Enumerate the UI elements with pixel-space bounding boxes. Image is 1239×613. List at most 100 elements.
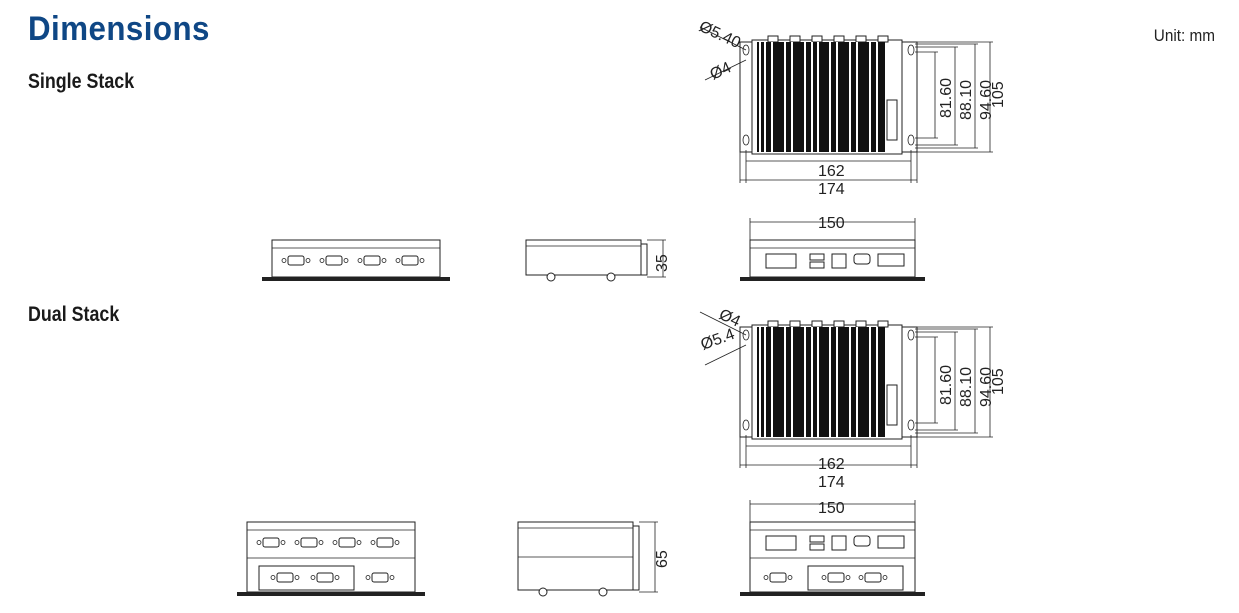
foot bbox=[598, 587, 608, 597]
leader-line bbox=[704, 344, 747, 366]
height-dim-1: 81.60 bbox=[938, 78, 955, 118]
screw bbox=[332, 540, 338, 545]
mount-foot bbox=[237, 592, 425, 596]
heatsink bbox=[757, 327, 885, 437]
screw bbox=[281, 258, 287, 263]
screw bbox=[389, 575, 395, 580]
screw bbox=[882, 575, 888, 580]
screw bbox=[356, 540, 362, 545]
heatsink-fin bbox=[764, 327, 766, 437]
connector-nub bbox=[811, 320, 823, 328]
mount-hole bbox=[907, 44, 915, 56]
heatsink-fin bbox=[791, 42, 793, 152]
screw bbox=[318, 540, 324, 545]
expansion-bracket bbox=[807, 565, 904, 591]
screw bbox=[319, 258, 325, 263]
usb-port bbox=[809, 543, 825, 551]
heatsink-fin bbox=[759, 42, 761, 152]
heatsink-fin bbox=[829, 327, 831, 437]
hole-diameter-large: Ø5.4 bbox=[699, 326, 738, 354]
logo-label bbox=[886, 384, 898, 426]
outer-width-dim: 174 bbox=[818, 474, 845, 491]
hole-diameter-small: Ø4 bbox=[708, 59, 735, 83]
connector-nub bbox=[833, 320, 845, 328]
hole-diameter-large: Ø5.40 bbox=[696, 18, 743, 52]
heatsink-fin bbox=[804, 327, 806, 437]
mount-hole bbox=[742, 134, 750, 146]
leader-line bbox=[704, 59, 747, 81]
heatsink-fin bbox=[791, 327, 793, 437]
connector-nub bbox=[767, 320, 779, 328]
height-dim-4: 105 bbox=[990, 81, 1007, 108]
screw bbox=[365, 575, 371, 580]
heatsink-fin bbox=[856, 327, 858, 437]
heatsink-fin bbox=[784, 327, 786, 437]
screw bbox=[270, 575, 276, 580]
connector-nub bbox=[877, 320, 889, 328]
leader-line bbox=[699, 26, 747, 51]
usb-port bbox=[809, 253, 825, 261]
hdmi-port bbox=[853, 253, 871, 265]
connector-nub bbox=[789, 35, 801, 43]
mount-hole bbox=[742, 44, 750, 56]
connector-nub bbox=[833, 35, 845, 43]
lan-ports bbox=[765, 253, 797, 269]
serial-port bbox=[769, 572, 787, 583]
height-dim-3: 94.60 bbox=[978, 80, 995, 120]
inner-width-dim: 162 bbox=[818, 163, 845, 180]
usb-port bbox=[831, 535, 847, 551]
heatsink-fin bbox=[869, 42, 871, 152]
screw bbox=[357, 258, 363, 263]
mount-foot bbox=[262, 277, 450, 281]
heatsink-fin bbox=[817, 42, 819, 152]
serial-port bbox=[287, 255, 305, 266]
connector-nub bbox=[767, 35, 779, 43]
serial-port bbox=[325, 255, 343, 266]
screw bbox=[334, 575, 340, 580]
mount-hole bbox=[742, 419, 750, 431]
leader-line bbox=[699, 311, 747, 336]
dual-top-view: Ø4 Ø5.4 162 174 81.60 88.10 94.60 105 bbox=[699, 306, 1007, 491]
usb-port bbox=[831, 253, 847, 269]
heatsink-fin bbox=[764, 42, 766, 152]
heatsink-fin bbox=[811, 327, 813, 437]
height-dim-1: 81.60 bbox=[938, 365, 955, 405]
screw bbox=[310, 575, 316, 580]
heatsink-fin bbox=[829, 42, 831, 152]
outer-width-dim: 174 bbox=[818, 181, 845, 198]
screw bbox=[419, 258, 425, 263]
serial-port bbox=[300, 537, 318, 548]
screw bbox=[280, 540, 286, 545]
heatsink-fin bbox=[784, 42, 786, 152]
page-title: Dimensions bbox=[28, 10, 210, 48]
heatsink-fin bbox=[771, 327, 773, 437]
connector-nub bbox=[811, 35, 823, 43]
side-panel bbox=[517, 521, 634, 591]
serial-port bbox=[827, 572, 845, 583]
serial-port bbox=[401, 255, 419, 266]
single-front-width-dim: 150 bbox=[818, 215, 845, 232]
heatsink-fin bbox=[811, 42, 813, 152]
single-side-height-dim: 35 bbox=[654, 254, 671, 272]
foot bbox=[538, 587, 548, 597]
connector-nub bbox=[877, 35, 889, 43]
height-dim-4: 105 bbox=[990, 368, 1007, 395]
heatsink-fin bbox=[817, 327, 819, 437]
screw bbox=[256, 540, 262, 545]
screw bbox=[294, 575, 300, 580]
inner-width-dim: 162 bbox=[818, 456, 845, 473]
heatsink-fin bbox=[849, 327, 851, 437]
serial-port bbox=[376, 537, 394, 548]
side-panel bbox=[525, 239, 642, 276]
side-flange bbox=[632, 525, 640, 591]
serial-port bbox=[864, 572, 882, 583]
screw bbox=[305, 258, 311, 263]
expansion-bracket bbox=[258, 565, 355, 591]
heatsink-fin bbox=[759, 327, 761, 437]
serial-port bbox=[276, 572, 294, 583]
heatsink-fin bbox=[771, 42, 773, 152]
mount-hole bbox=[907, 419, 915, 431]
screw bbox=[763, 575, 769, 580]
unit-label: Unit: mm bbox=[1153, 26, 1215, 45]
screw bbox=[787, 575, 793, 580]
